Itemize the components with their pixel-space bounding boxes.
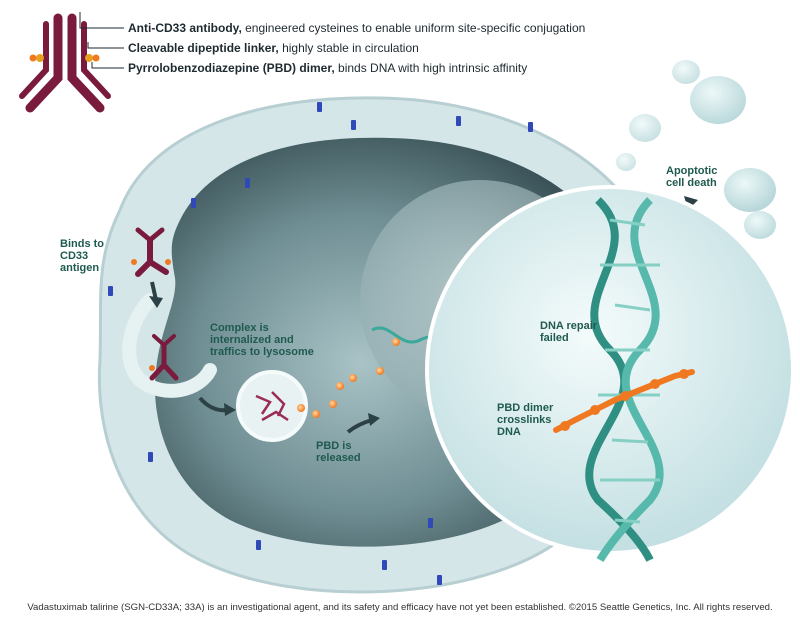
legend-antibody: Anti-CD33 antibody, engineered cysteines… bbox=[128, 21, 586, 35]
antibody-legend-icon bbox=[19, 13, 111, 113]
legend-pbd: Pyrrolobenzodiazepine (PBD) dimer, binds… bbox=[128, 61, 528, 75]
legend-linker: Cleavable dipeptide linker, highly stabl… bbox=[128, 41, 419, 55]
pbd-dimer-crosslink bbox=[553, 369, 695, 433]
lysosome bbox=[236, 370, 308, 442]
zoom-circle bbox=[425, 185, 795, 555]
internalized-antibody bbox=[149, 334, 179, 381]
footer-disclaimer: Vadastuximab talirine (SGN-CD33A; 33A) i… bbox=[27, 602, 773, 613]
degraded-antibody bbox=[255, 391, 289, 422]
cd33-receptors bbox=[108, 102, 533, 585]
bound-antibody bbox=[131, 227, 171, 277]
released-pbd-dots bbox=[297, 338, 400, 418]
legend-connectors bbox=[79, 12, 124, 69]
apoptotic-blobs bbox=[616, 60, 776, 239]
